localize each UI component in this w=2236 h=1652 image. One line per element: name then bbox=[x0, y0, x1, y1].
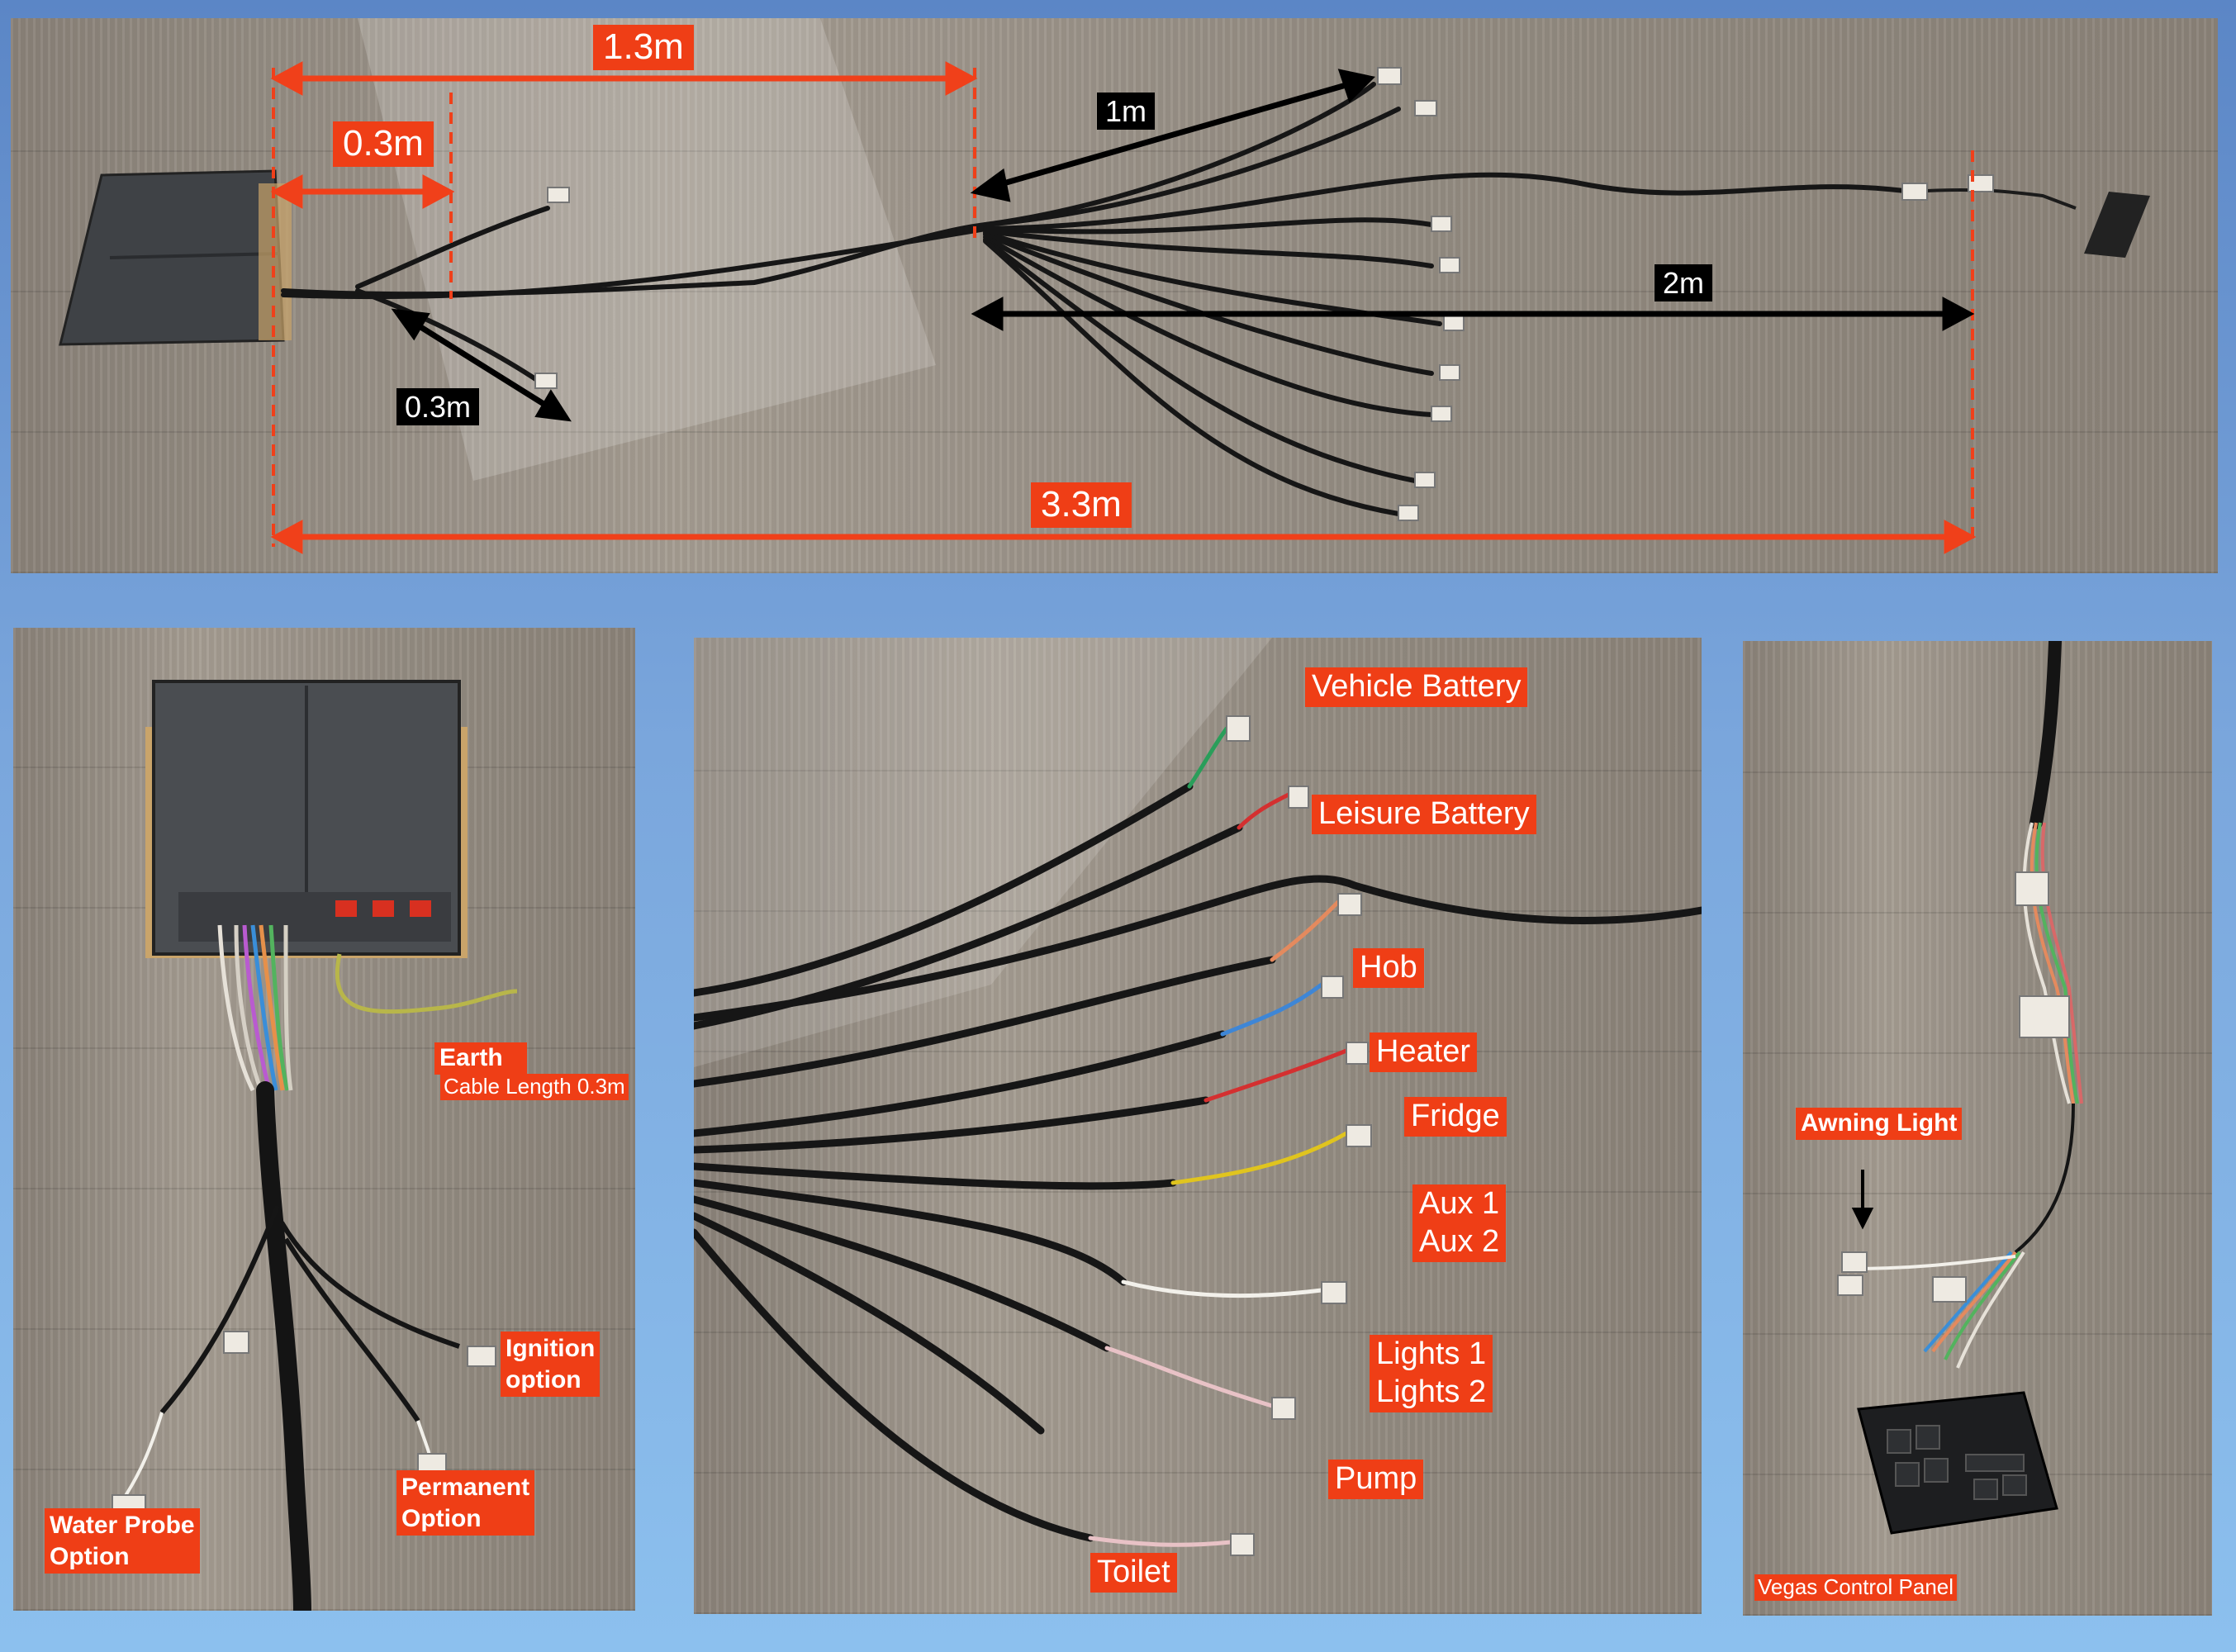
label-ignition-line2: option bbox=[506, 1365, 582, 1393]
label-permanent-line2: Option bbox=[401, 1504, 482, 1532]
label-aux-2: Aux 2 bbox=[1412, 1222, 1507, 1262]
label-vegas-control-panel: Vegas Control Panel bbox=[1754, 1574, 1958, 1601]
label-awning-light: Awning Light bbox=[1796, 1108, 1963, 1140]
label-fridge: Fridge bbox=[1404, 1097, 1507, 1137]
label-water-probe-line2: Option bbox=[50, 1542, 130, 1570]
control-unit-photo: Earth Cable Length 0.3m Ignition option … bbox=[13, 628, 635, 1611]
control-unit-drawing bbox=[112, 680, 518, 1611]
label-hob: Hob bbox=[1353, 948, 1424, 988]
dim-label-0-3m-top: 0.3m bbox=[333, 121, 434, 167]
output-cables-drawing bbox=[694, 638, 1702, 1556]
dim-label-3-3m: 3.3m bbox=[1031, 482, 1132, 528]
harness-overview-drawing bbox=[59, 18, 2150, 554]
harness-overview-photo: 1.3m 0.3m 1m 2m 0.3m 3.3m bbox=[11, 18, 2218, 573]
dim-label-0-3m-branch: 0.3m bbox=[396, 388, 480, 426]
label-permanent-option: Permanent Option bbox=[396, 1470, 535, 1536]
label-pump: Pump bbox=[1328, 1460, 1424, 1499]
label-ignition-option: Ignition option bbox=[501, 1332, 601, 1397]
label-toilet: Toilet bbox=[1090, 1553, 1177, 1593]
label-aux-1: Aux 1 bbox=[1412, 1184, 1507, 1224]
dim-label-1-3m: 1.3m bbox=[593, 25, 694, 70]
label-leisure-battery: Leisure Battery bbox=[1312, 795, 1536, 834]
label-earth: Earth bbox=[434, 1042, 527, 1075]
label-water-probe-line1: Water Probe bbox=[50, 1512, 195, 1539]
dim-label-1m: 1m bbox=[1097, 93, 1156, 131]
control-panel-drawing bbox=[1837, 641, 2083, 1535]
output-cables-photo: Vehicle Battery Leisure Battery Hob Heat… bbox=[694, 638, 1702, 1614]
control-panel-device bbox=[1857, 1391, 2058, 1535]
control-unit-box bbox=[59, 169, 292, 346]
label-heater: Heater bbox=[1370, 1032, 1478, 1072]
label-vehicle-battery: Vehicle Battery bbox=[1305, 667, 1528, 707]
dim-label-2m: 2m bbox=[1654, 264, 1713, 302]
label-earth-cable-length: Cable Length 0.3m bbox=[440, 1074, 629, 1100]
label-lights-2: Lights 2 bbox=[1370, 1373, 1493, 1412]
label-water-probe-option: Water Probe Option bbox=[45, 1508, 200, 1574]
label-lights-1: Lights 1 bbox=[1370, 1335, 1493, 1374]
label-ignition-line1: Ignition bbox=[506, 1335, 596, 1362]
control-panel-photo: Awning Light Vegas Control Panel bbox=[1743, 641, 2212, 1616]
label-permanent-line1: Permanent bbox=[401, 1474, 530, 1501]
dimension-guides bbox=[272, 68, 1974, 547]
